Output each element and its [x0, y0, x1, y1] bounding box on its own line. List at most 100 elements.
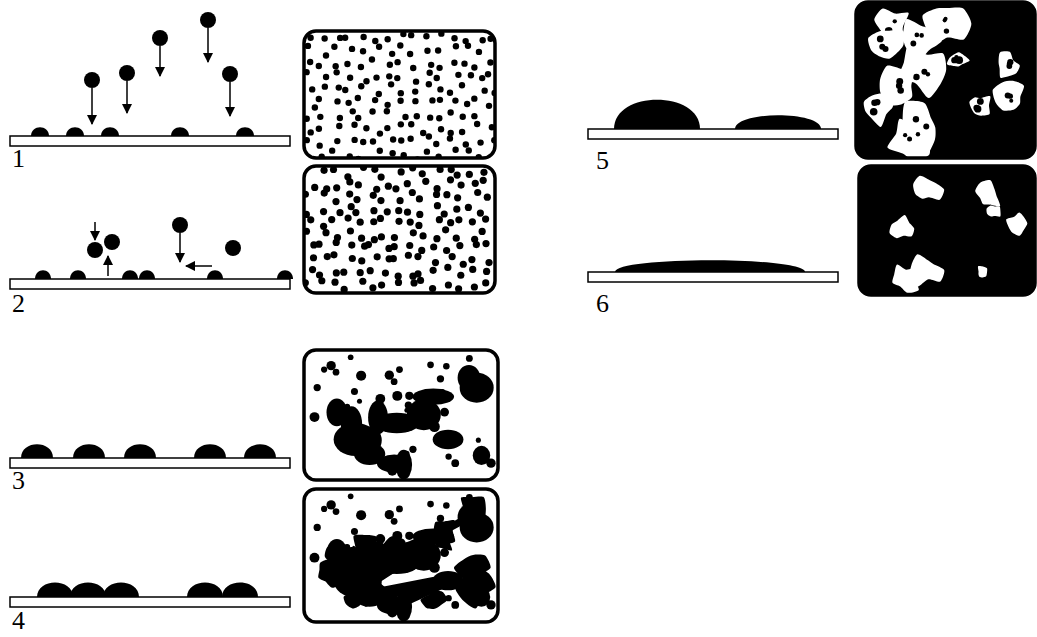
island: [460, 497, 486, 522]
nucleus: [351, 528, 358, 535]
island: [66, 127, 84, 136]
nucleus: [479, 228, 486, 235]
nucleus: [410, 65, 416, 71]
nucleus: [1007, 61, 1012, 66]
nucleus: [390, 136, 396, 142]
nucleus: [410, 279, 417, 286]
channel: [999, 51, 1020, 78]
nucleus: [384, 125, 390, 131]
nucleus: [320, 208, 327, 215]
nucleus: [382, 269, 389, 276]
nucleus: [433, 141, 439, 147]
nucleus: [453, 206, 460, 213]
nucleus: [407, 219, 414, 226]
island: [318, 560, 340, 582]
nucleus: [417, 277, 424, 284]
motion-arrow: [229, 82, 231, 116]
nucleus: [433, 235, 440, 242]
nucleus: [359, 278, 366, 285]
nucleus: [320, 167, 327, 174]
channel: [889, 215, 914, 238]
nucleus: [466, 147, 472, 153]
nucleus: [441, 439, 447, 445]
nucleus: [333, 239, 340, 246]
nucleus: [391, 518, 398, 525]
nucleus: [377, 147, 383, 153]
nucleus: [437, 375, 444, 382]
panel-number: 1: [12, 146, 25, 172]
nucleus: [404, 209, 411, 216]
nucleus: [385, 183, 392, 190]
nucleus: [452, 97, 458, 103]
island: [103, 582, 139, 597]
island: [412, 389, 454, 405]
micrograph: [304, 350, 498, 480]
nucleus: [378, 233, 385, 240]
nucleus: [328, 216, 335, 223]
nucleus: [406, 242, 413, 249]
nucleus: [386, 73, 392, 79]
island: [122, 270, 138, 279]
nucleus: [437, 86, 443, 92]
nucleus: [436, 115, 442, 121]
nucleus: [357, 269, 364, 276]
motion-arrow: [207, 28, 209, 62]
nucleus: [336, 84, 342, 90]
nucleus: [447, 109, 453, 115]
nucleus: [481, 87, 487, 93]
nucleus: [392, 391, 402, 401]
micrograph-frame: [304, 489, 498, 622]
nucleus: [331, 44, 337, 50]
nucleus: [465, 43, 471, 49]
nucleus: [333, 369, 340, 376]
nucleus: [353, 196, 360, 203]
nucleus: [398, 137, 404, 143]
nucleus: [358, 83, 364, 89]
nucleus: [436, 216, 443, 223]
nucleus: [396, 197, 403, 204]
island: [171, 127, 189, 136]
panel-number: 5: [596, 148, 609, 174]
nucleus: [428, 62, 434, 68]
island: [614, 100, 700, 129]
nucleus: [373, 74, 379, 80]
nucleus: [897, 87, 904, 94]
nucleus: [456, 242, 463, 249]
nucleus: [447, 135, 453, 141]
motion-arrow: [159, 46, 161, 76]
nucleus: [369, 284, 376, 291]
motion-arrow: [186, 265, 212, 267]
nucleus: [346, 178, 353, 185]
nucleus: [377, 215, 384, 222]
nucleus: [376, 44, 382, 50]
nucleus: [882, 46, 888, 52]
channel: [913, 176, 944, 200]
nucleus: [452, 147, 458, 153]
substrate: [10, 597, 290, 607]
nucleus: [477, 139, 483, 145]
nucleus: [916, 132, 920, 136]
nucleus: [415, 421, 423, 429]
island: [187, 582, 223, 597]
channel: [993, 81, 1024, 111]
nucleus: [316, 126, 322, 132]
nucleus: [423, 33, 429, 39]
nucleus: [465, 204, 472, 211]
nucleus: [453, 436, 462, 445]
nucleus: [366, 453, 373, 460]
nucleus: [384, 36, 390, 42]
nucleus: [402, 114, 408, 120]
substrate: [10, 279, 290, 289]
nucleus: [460, 114, 466, 120]
nucleus: [448, 130, 454, 136]
nucleus: [440, 408, 449, 417]
nucleus: [416, 195, 423, 202]
nucleus: [424, 148, 430, 154]
nucleus: [326, 361, 335, 370]
nucleus: [443, 191, 450, 198]
nucleus: [459, 82, 465, 88]
nucleus: [344, 61, 350, 67]
nucleus: [484, 194, 491, 201]
nucleus: [407, 51, 413, 57]
atom: [225, 240, 241, 256]
